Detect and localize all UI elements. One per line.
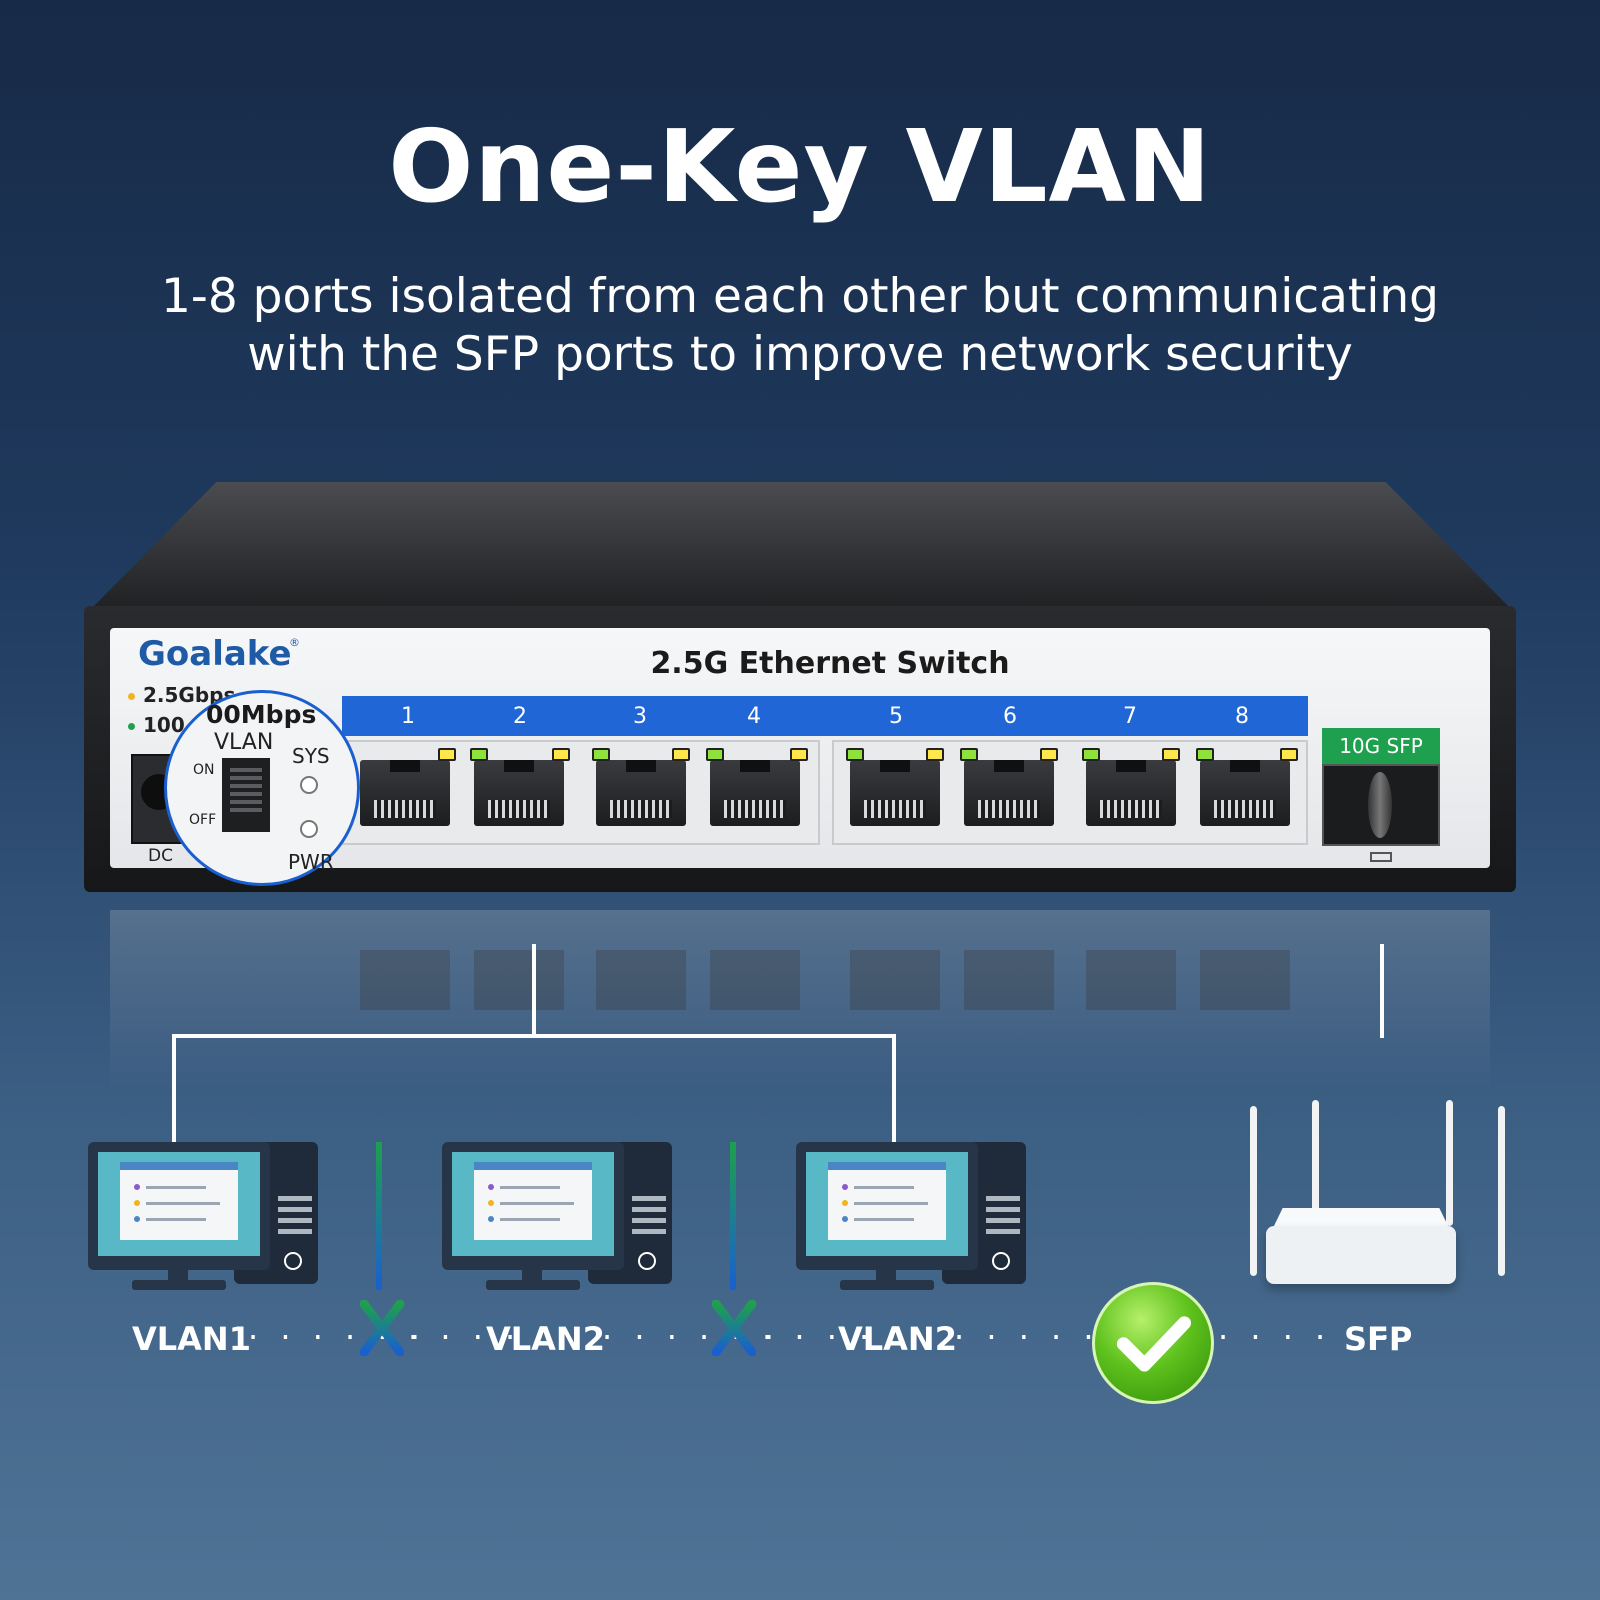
legend-100mbps: 100: [128, 713, 185, 737]
monitor-base: [486, 1280, 580, 1290]
monitor-base: [840, 1280, 934, 1290]
port-number-8: 8: [1235, 704, 1249, 729]
port-number-5: 5: [889, 704, 903, 729]
magnifier-on-label: ON: [193, 762, 215, 778]
sfp-label-bottom: SFP: [1344, 1320, 1413, 1358]
rj45-port-7: [1086, 760, 1176, 826]
sfp-led: [1370, 852, 1392, 862]
vlan2-label-1: VLAN2: [486, 1320, 605, 1358]
port-led-4b: [790, 748, 808, 761]
magnifier-sys-label: SYS: [292, 744, 330, 768]
reflection-port: [1200, 950, 1290, 1010]
sys-led: [300, 776, 318, 794]
x-mark-icon: [712, 1300, 756, 1356]
rj45-port-4: [710, 760, 800, 826]
rj45-port-1: [360, 760, 450, 826]
headline: One-Key VLAN: [388, 108, 1212, 225]
legend-dot-green: [128, 723, 135, 730]
port-number-6: 6: [1003, 704, 1017, 729]
check-icon: [1092, 1282, 1214, 1404]
rj45-port-5: [850, 760, 940, 826]
rj45-port-6: [964, 760, 1054, 826]
port-led-6b: [1040, 748, 1058, 761]
vlan-dip-switch-grip: [230, 768, 262, 816]
reflection-port: [360, 950, 450, 1010]
port-led-8b: [1280, 748, 1298, 761]
port-led-2a: [470, 748, 488, 761]
port-led-4a: [706, 748, 724, 761]
legend-dot-yellow: [128, 693, 135, 700]
port-number-4: 4: [747, 704, 761, 729]
router-antenna: [1446, 1100, 1453, 1226]
reflection-port: [596, 950, 686, 1010]
isolation-divider-2: [730, 1142, 736, 1290]
computer-icon: [796, 1142, 978, 1270]
router-antenna: [1312, 1100, 1319, 1226]
vlan2-label-2: VLAN2: [838, 1320, 957, 1358]
dots-4: · · · ·: [762, 1318, 876, 1356]
switch-reflection: [110, 910, 1490, 1090]
subheadline-line-2: with the SFP ports to improve network se…: [247, 327, 1353, 382]
pwr-led: [300, 820, 318, 838]
port-number-7: 7: [1123, 704, 1137, 729]
vlan1-label: VLAN1: [132, 1320, 251, 1358]
port-led-5b: [926, 748, 944, 761]
wire-to-pc-1: [172, 1034, 176, 1144]
x-mark-icon: [360, 1300, 404, 1356]
rj45-port-2: [474, 760, 564, 826]
port-led-3b: [672, 748, 690, 761]
magnifier-vlan-label: VLAN: [214, 730, 274, 755]
product-name: 2.5G Ethernet Switch: [650, 646, 1010, 681]
port-led-6a: [960, 748, 978, 761]
sfp-label: 10G SFP: [1322, 728, 1440, 764]
sfp-latch: [1368, 772, 1392, 838]
port-number-1: 1: [401, 704, 415, 729]
subheadline: 1-8 ports isolated from each other but c…: [100, 268, 1500, 384]
reflection-port: [710, 950, 800, 1010]
port-number-bar: [342, 696, 1308, 736]
wire-to-pc-3: [892, 1034, 896, 1144]
legend-100mbps-text: 100: [143, 713, 185, 737]
brand-logo: Goalake: [138, 634, 292, 674]
reflection-port: [964, 950, 1054, 1010]
distribution-wire: [172, 1034, 896, 1038]
isolation-divider-1: [376, 1142, 382, 1290]
monitor-base: [132, 1280, 226, 1290]
router-antenna: [1498, 1106, 1505, 1276]
reflection-port: [474, 950, 564, 1010]
router-antenna: [1250, 1106, 1257, 1276]
computer-icon: [88, 1142, 270, 1270]
port-led-1: [438, 748, 456, 761]
port-led-5a: [846, 748, 864, 761]
magnifier-speed-text: 00Mbps: [206, 700, 317, 729]
dots-2: · · · ·: [408, 1318, 522, 1356]
port-led-3a: [592, 748, 610, 761]
port-led-7b: [1162, 748, 1180, 761]
router-top: [1272, 1208, 1450, 1230]
rj45-port-8: [1200, 760, 1290, 826]
port-led-7a: [1082, 748, 1100, 761]
computer-icon: [442, 1142, 624, 1270]
port-led-8a: [1196, 748, 1214, 761]
trunk-wire: [532, 944, 536, 1036]
port-led-2b: [552, 748, 570, 761]
reflection-port: [850, 950, 940, 1010]
router-icon: [1266, 1226, 1456, 1284]
subheadline-line-1: 1-8 ports isolated from each other but c…: [160, 269, 1440, 324]
magnifier-off-label: OFF: [189, 812, 217, 828]
reflection-port: [1086, 950, 1176, 1010]
brand-registered-mark: ®: [289, 636, 300, 649]
wire-to-router: [1380, 944, 1384, 1038]
dc-label: DC: [148, 846, 173, 866]
rj45-port-3: [596, 760, 686, 826]
dots-6: · · · · · ·: [1218, 1318, 1396, 1356]
magnifier-pwr-label: PWR: [288, 850, 334, 874]
port-number-2: 2: [513, 704, 527, 729]
switch-top-cover: [88, 482, 1514, 612]
port-number-3: 3: [633, 704, 647, 729]
